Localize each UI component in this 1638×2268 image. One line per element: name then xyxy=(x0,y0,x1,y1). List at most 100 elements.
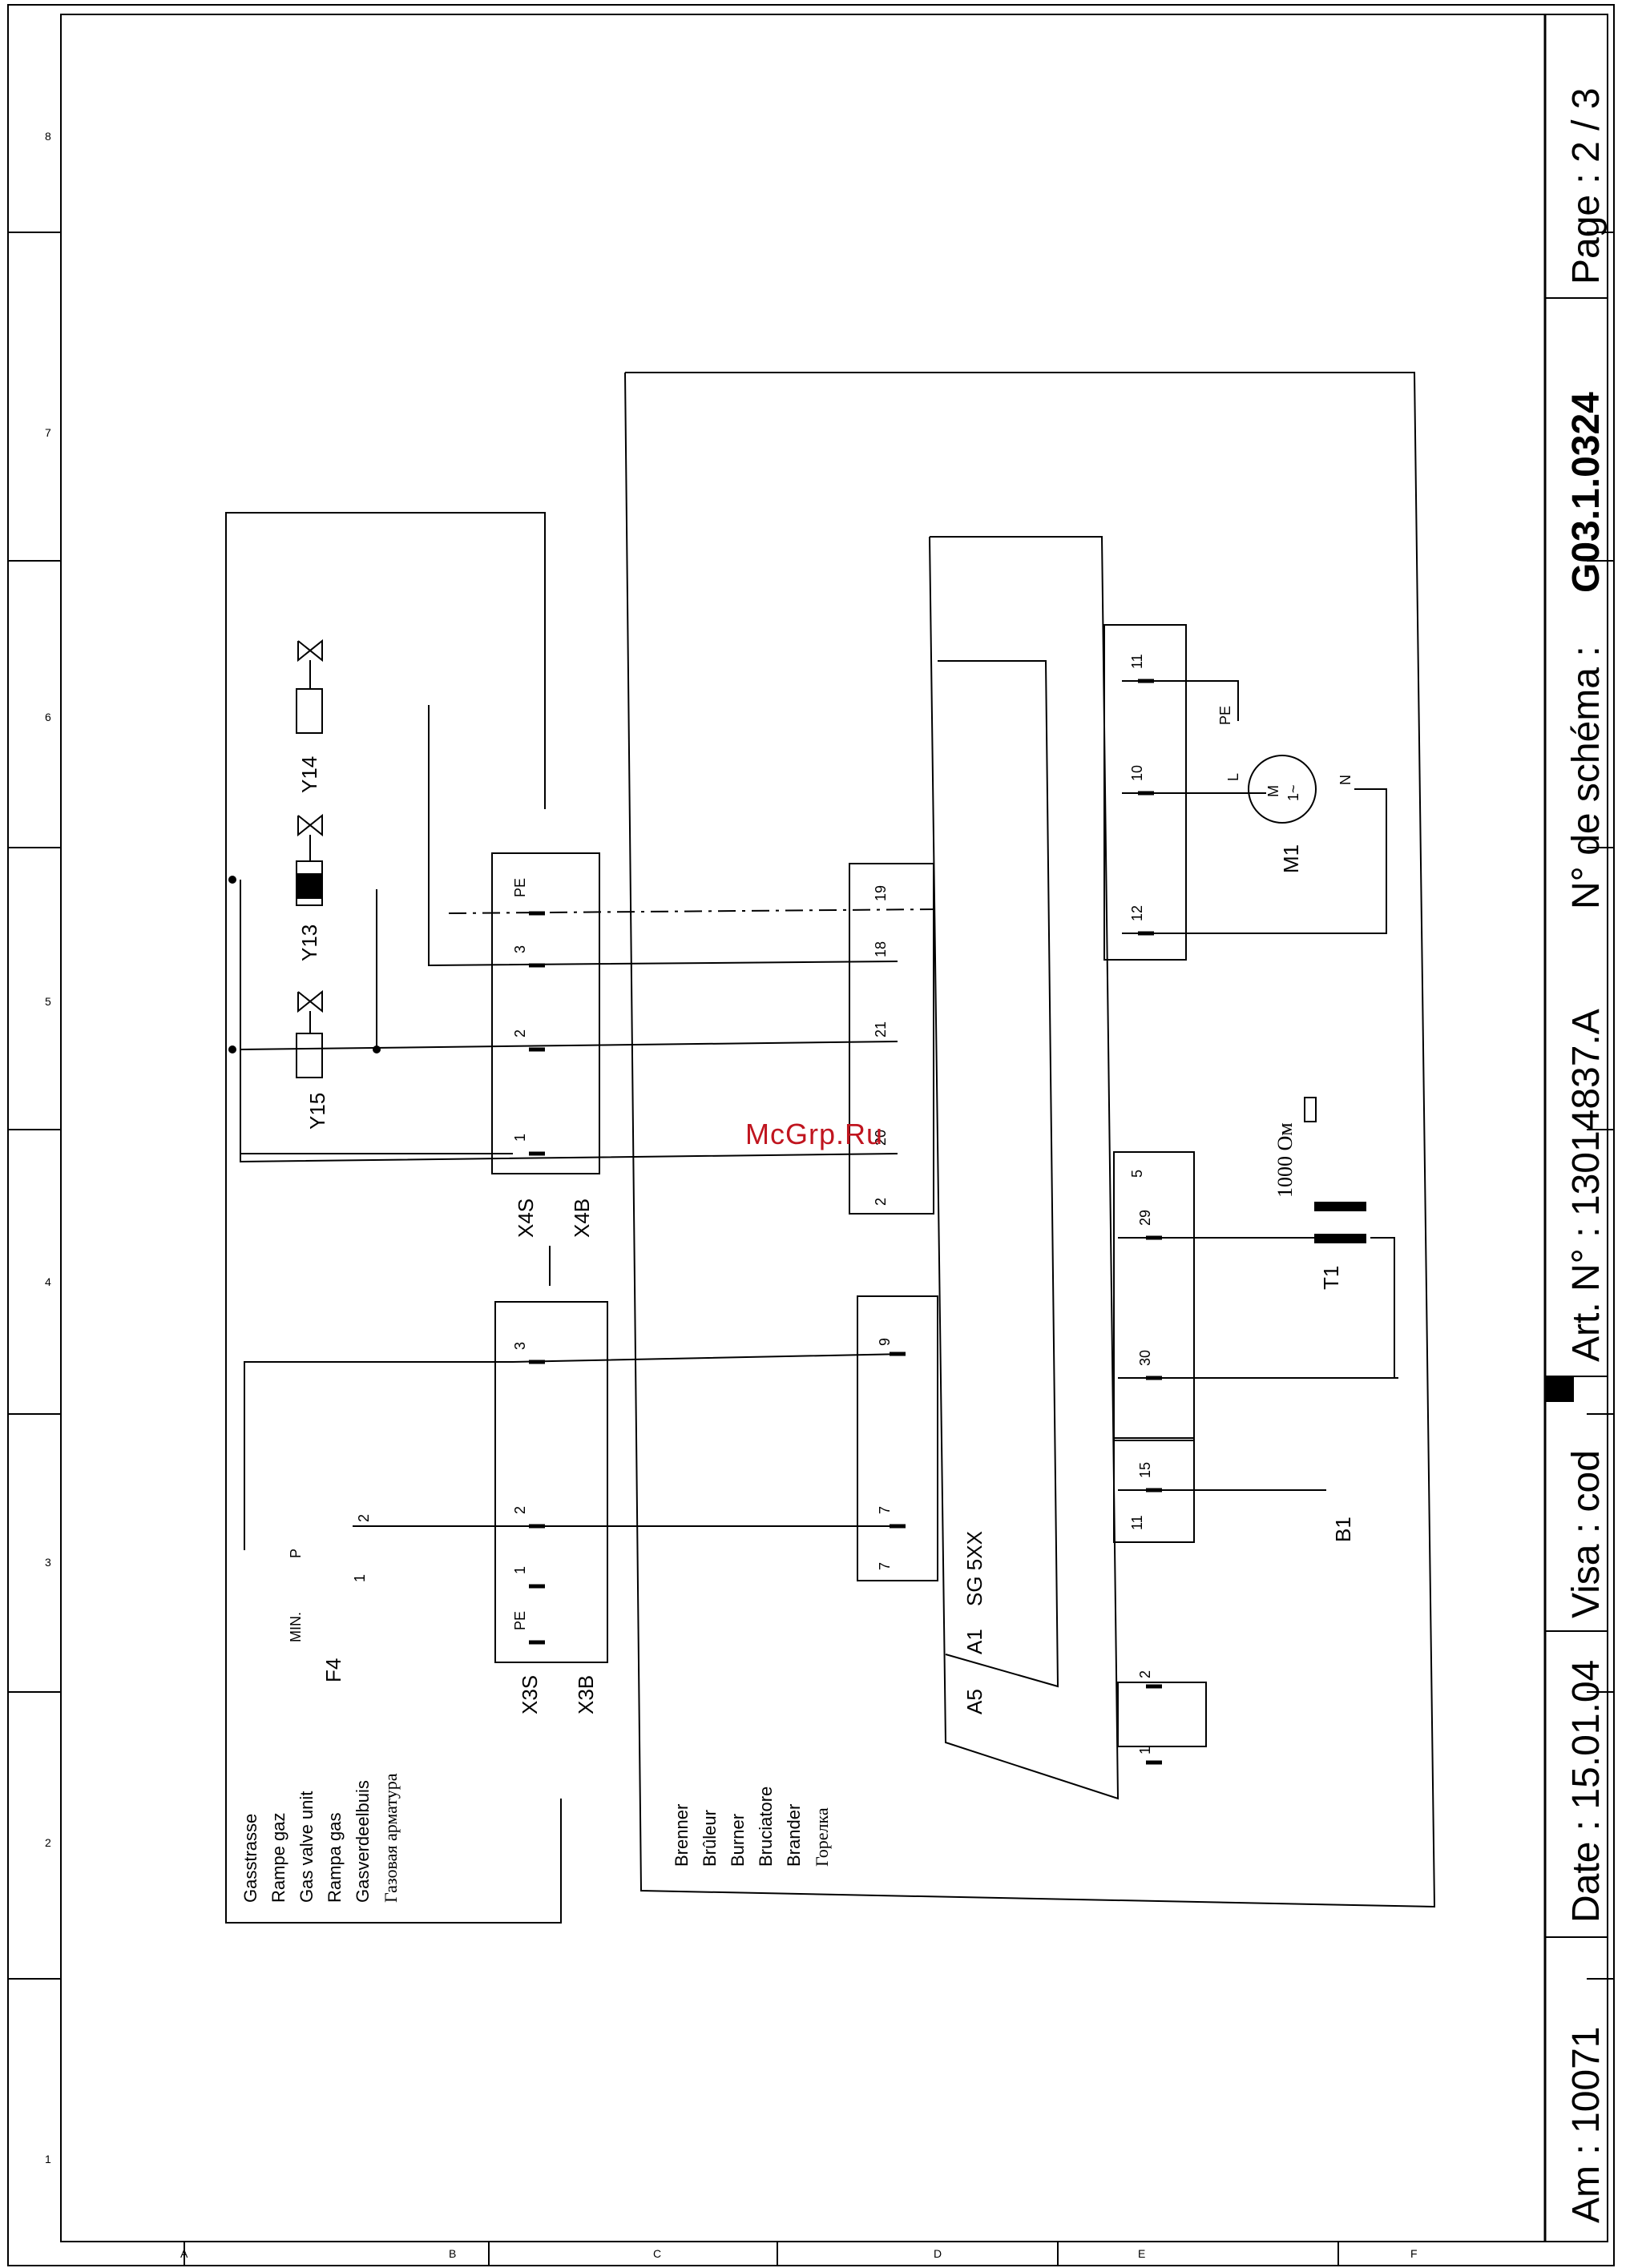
motor-n: N xyxy=(1337,775,1354,785)
sg-connector-box-1 xyxy=(857,1295,938,1581)
burner-label-nl: Brander xyxy=(784,1804,804,1867)
t1-label: T1 xyxy=(1319,1266,1343,1290)
f4-label: F4 xyxy=(321,1658,345,1682)
motor-phase: 1~ xyxy=(1285,784,1301,801)
burner-label-en: Burner xyxy=(728,1814,748,1867)
row-d: D xyxy=(934,2247,942,2260)
x4b-label: X4B xyxy=(570,1198,594,1238)
pin-x3-1: 1 xyxy=(512,1566,528,1574)
pin-x4-3: 3 xyxy=(512,945,528,953)
gas-label-de: Gasstrasse xyxy=(240,1814,260,1903)
x4-connector-box xyxy=(491,852,600,1174)
pin-x4-pe: PE xyxy=(512,878,528,897)
term-15: 15 xyxy=(1137,1462,1153,1478)
row-e: E xyxy=(1138,2247,1145,2260)
watermark: McGrp.Ru xyxy=(745,1118,884,1150)
schema-label: N° de schéma : xyxy=(1565,646,1608,909)
pin-x4-1: 1 xyxy=(512,1134,528,1142)
gas-label-en: Gas valve unit xyxy=(297,1791,317,1903)
gas-label-fr: Rampe gaz xyxy=(268,1812,288,1903)
pin-7: 7 xyxy=(877,1506,893,1514)
col-1: 1 xyxy=(45,2153,51,2165)
y14-coil xyxy=(296,688,323,734)
col-7: 7 xyxy=(45,426,51,439)
term-5: 5 xyxy=(1129,1170,1145,1178)
pin-18: 18 xyxy=(873,941,889,957)
row-f: F xyxy=(1410,2247,1418,2260)
pe-dashed-line xyxy=(448,908,934,914)
amendment: Am : 10071 xyxy=(1565,2027,1608,2223)
pin-x4-2: 2 xyxy=(512,1029,528,1037)
f4-pin-p: P xyxy=(288,1549,304,1558)
term-1: 1 xyxy=(1137,1746,1153,1754)
term-30: 30 xyxy=(1137,1350,1153,1366)
t1-transformer-core xyxy=(1314,1202,1366,1211)
sg5xx-frame xyxy=(929,536,1120,1800)
resistor-symbol xyxy=(1304,1097,1317,1122)
inner-border xyxy=(60,14,1608,2242)
b1-label: B1 xyxy=(1331,1517,1355,1542)
burner-frame xyxy=(624,372,1436,1908)
a5-label: A5 xyxy=(962,1689,986,1714)
gas-label-ru: Газовая арматура xyxy=(381,1773,401,1903)
article-number: Art. N° : 13014837.A xyxy=(1565,1009,1608,1362)
burner-label-de: Brenner xyxy=(672,1804,692,1867)
term-11: 11 xyxy=(1129,1515,1145,1530)
sg5xx-inner xyxy=(938,660,1059,1688)
col-6: 6 xyxy=(45,711,51,723)
gas-label-nl: Gasverdeelbuis xyxy=(353,1780,373,1903)
f4-pin-1: 1 xyxy=(352,1574,368,1582)
date: Date : 15.01.04 xyxy=(1565,1660,1608,1923)
burner-label-ru: Горелка xyxy=(812,1807,832,1867)
pin-19: 19 xyxy=(873,885,889,901)
pin-x3-3: 3 xyxy=(512,1342,528,1350)
pin-20: 20 xyxy=(873,1130,889,1146)
row-b: B xyxy=(449,2247,456,2260)
burner-label-it: Bruciatore xyxy=(756,1787,776,1867)
a5-terminal-box xyxy=(1117,1682,1207,1747)
y15-label: Y15 xyxy=(305,1093,329,1130)
sg-connector-box-2 xyxy=(849,863,934,1215)
col-2: 2 xyxy=(45,1836,51,1849)
col-8: 8 xyxy=(45,130,51,143)
pin-2: 2 xyxy=(873,1198,889,1206)
a1-label: A1 xyxy=(962,1629,986,1654)
m1-label: M1 xyxy=(1279,844,1303,873)
col-3: 3 xyxy=(45,1556,51,1569)
col-4: 4 xyxy=(45,1275,51,1288)
pin-x3-pe: PE xyxy=(512,1611,528,1630)
gas-valve-unit-frame xyxy=(225,512,562,1924)
pin-9: 9 xyxy=(877,1338,893,1346)
x3-connector-box xyxy=(494,1301,608,1663)
sg5xx-label: SG 5XX xyxy=(962,1531,986,1606)
term-2: 2 xyxy=(1137,1670,1153,1678)
x4s-label: X4S xyxy=(514,1198,538,1238)
page-number: Page : 2 / 3 xyxy=(1565,87,1608,284)
row-c: C xyxy=(653,2247,661,2260)
term-12: 12 xyxy=(1129,905,1145,921)
x3s-label: X3S xyxy=(518,1675,542,1714)
outer-border xyxy=(7,4,1615,2266)
f4-pin-2: 2 xyxy=(356,1514,372,1522)
motor-m: M xyxy=(1265,785,1281,797)
burner-label-fr: Brûleur xyxy=(700,1810,720,1867)
motor-m1-symbol xyxy=(1248,755,1317,824)
schema-number: G03.1.0324 xyxy=(1565,392,1608,593)
t1-terminal-box xyxy=(1113,1151,1195,1441)
y15-coil xyxy=(296,1033,323,1078)
row-a: A xyxy=(180,2247,188,2260)
visa: Visa : cod xyxy=(1565,1450,1608,1618)
motor-pe: PE xyxy=(1217,706,1233,725)
term-10: 10 xyxy=(1129,765,1145,781)
resistor-label: 1000 Ом xyxy=(1273,1122,1297,1198)
col-5: 5 xyxy=(45,995,51,1008)
term-29: 29 xyxy=(1137,1210,1153,1226)
y13-label: Y13 xyxy=(297,925,321,961)
pin-x3-2: 2 xyxy=(512,1506,528,1514)
term-11b: 11 xyxy=(1129,654,1145,669)
pin-7b: 7 xyxy=(877,1562,893,1570)
y14-label: Y14 xyxy=(297,756,321,793)
gas-label-it: Rampa gas xyxy=(325,1812,345,1903)
x3b-label: X3B xyxy=(574,1675,598,1714)
